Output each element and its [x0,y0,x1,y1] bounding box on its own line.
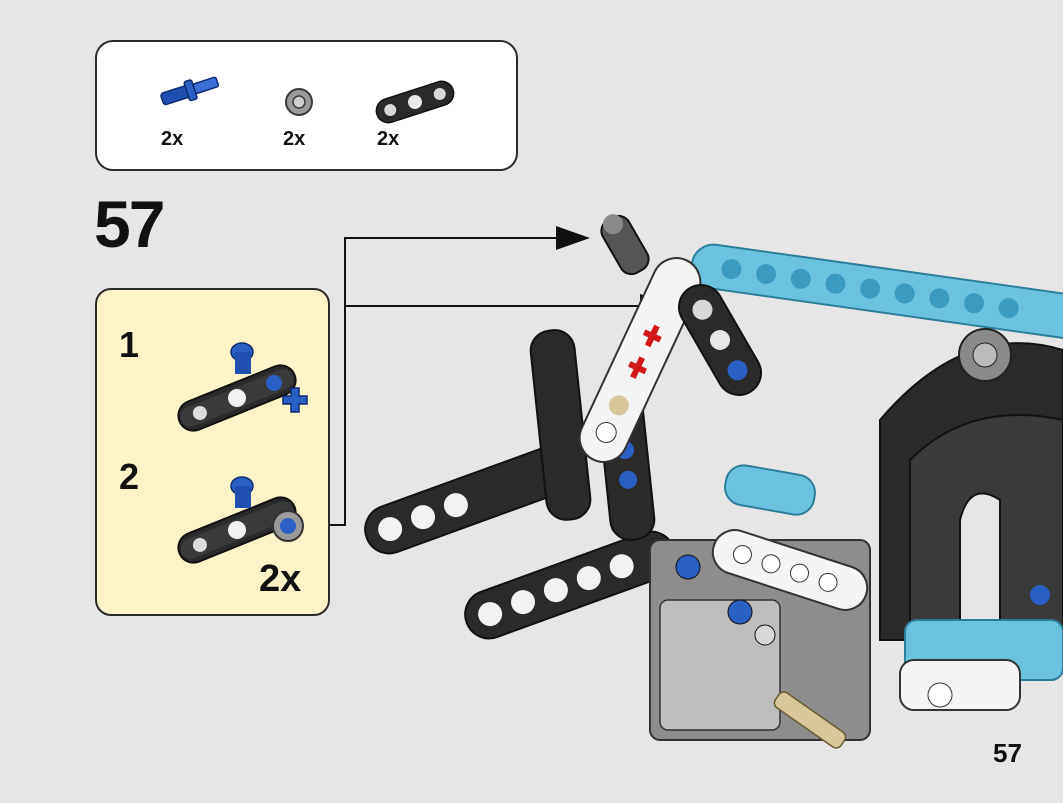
arrow-icon [640,294,676,318]
page-number: 57 [993,738,1022,768]
blue-axle-pin-icon [160,76,220,106]
step-number: 57 [94,187,165,261]
black-fork-beam-lower [464,530,676,640]
white-crossbeam [711,529,869,611]
black-upright [597,389,656,541]
parts-icons [160,76,455,124]
qty-label: 2x [283,128,306,150]
qty-label: 2x [161,128,184,150]
grey-axle-top [600,214,650,276]
black-arch-frame [879,342,1063,711]
white-beam-red-cross [578,257,702,463]
sub-assembly-multiplier: 2x [259,558,302,600]
black-upright [529,329,592,521]
beam-with-pin-icon [177,342,308,432]
grey-chassis [649,539,871,741]
sub-assembly-illustration [177,342,308,564]
beam-with-bush-icon [177,476,304,564]
sub-step-number: 1 [119,324,140,365]
tan-axle [773,691,847,749]
callout-arrows [330,237,640,526]
black-fork-beam-upper [364,445,576,555]
azure-lower-beam [724,464,816,516]
qty-label: 2x [377,128,400,150]
sub-step-number: 2 [119,456,140,497]
parts-list-box: 2x 2x 2x [95,40,518,171]
azure-beam [690,243,1063,340]
black-beam-icon [375,80,455,124]
grey-bush-icon [285,88,313,116]
sub-assembly-box: 1 2 [95,288,330,616]
arrow-icon [556,226,590,250]
grey-gear-icon [958,328,1012,382]
black-link-beam [678,284,762,396]
